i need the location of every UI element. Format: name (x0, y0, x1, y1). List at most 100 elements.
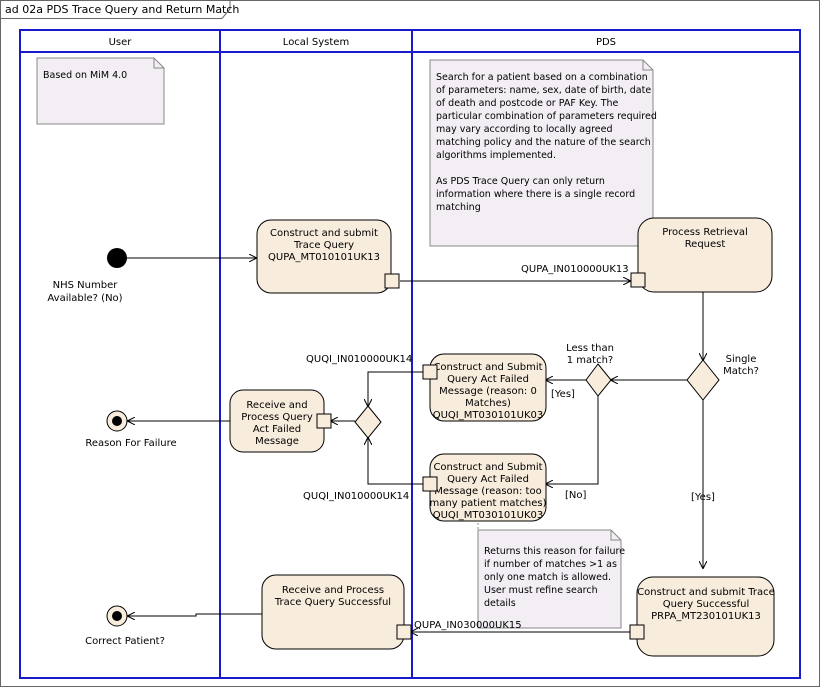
edge-label-yes-single: [Yes] (691, 492, 715, 503)
text-line: matching policy and the nature of the se… (436, 137, 651, 148)
text-line: Query Act Failed (447, 374, 529, 385)
text-line: 1 match? (567, 355, 613, 366)
edge-label-quqi-bottom: QUQI_IN010000UK14 (303, 491, 409, 502)
text-line: Search for a patient based on a combinat… (436, 72, 648, 83)
success-end-node (106, 605, 128, 627)
text-line: As PDS Trace Query can only return (436, 176, 605, 187)
text-line: Returns this reason for failure (484, 546, 625, 557)
frame-title: ad 02a PDS Trace Query and Return Match (5, 3, 239, 16)
edge-to-success-end (128, 614, 262, 616)
input-pin (630, 272, 646, 288)
text-line: Message (reason: 0 (439, 386, 537, 397)
text-line: Construct and submit (270, 228, 378, 239)
text-line: Query Successful (663, 599, 749, 610)
text-line: Construct and Submit (433, 462, 542, 473)
note-mim: Based on MiM 4.0 (36, 57, 165, 125)
text-line: Process Query (241, 412, 313, 423)
text-line: QUQI_MT030101UK03 (433, 510, 544, 521)
text-line: Based on MiM 4.0 (43, 70, 127, 81)
text-line: Available? (No) (47, 293, 122, 304)
edge-label-qupa-in: QUPA_IN010000UK13 (521, 264, 629, 275)
edge-label-yes-less: [Yes] (551, 389, 575, 400)
edge-quqi-bottom (368, 438, 430, 485)
text-line: of parameters: name, sex, date of birth,… (436, 85, 651, 96)
edges (126, 258, 703, 632)
output-pin (422, 364, 438, 380)
text-line: NHS Number (53, 280, 119, 291)
text-line: Act Failed (253, 424, 301, 435)
text-block: Search for a patient based on a combinat… (436, 72, 657, 213)
initial-node (107, 248, 127, 268)
text-line: may vary according to locally agreed (436, 124, 613, 135)
edge-label-no-less: [No] (565, 490, 587, 501)
decision-less-than (585, 363, 612, 397)
output-pin (629, 624, 645, 640)
text-line: User must refine search (484, 585, 598, 596)
text-line: only one match is allowed. (484, 572, 611, 583)
text-line: particular combination of parameters req… (436, 111, 657, 122)
text-line: Correct Patient? (85, 636, 165, 647)
merge-node (354, 405, 382, 439)
text-line: Receive and Process (282, 585, 384, 596)
swimlanes (19, 29, 801, 679)
text-block: Based on MiM 4.0 (43, 70, 127, 81)
text-line: Message (255, 436, 299, 447)
edge-quqi-top (368, 371, 430, 406)
text-line: Trace Query (293, 240, 354, 251)
lane-title-pds: PDS (596, 37, 616, 48)
text-line: QUQI_MT030101UK03 (433, 410, 544, 421)
decision-single-match (686, 359, 720, 401)
failure-end-label: Reason For Failure (85, 438, 176, 449)
input-pin (396, 624, 412, 640)
text-line: PRPA_MT230101UK13 (651, 611, 761, 622)
text-line: algorithms implemented. (436, 150, 556, 161)
text-block: Returns this reason for failure if number… (484, 546, 625, 609)
text-line: Trace Query Successful (274, 597, 391, 608)
text-line: Process Retrieval (662, 227, 748, 238)
output-pin (384, 273, 400, 289)
text-line: matching (436, 202, 481, 213)
text-line: Receive and (246, 400, 307, 411)
text-line: Message (reason: too (434, 486, 541, 497)
text-line: QUPA_MT010101UK13 (268, 252, 380, 263)
text-line: Single (726, 354, 757, 365)
output-pin (422, 476, 438, 492)
success-end-label: Correct Patient? (85, 636, 165, 647)
text-line: Reason For Failure (85, 438, 176, 449)
lane-title-local: Local System (283, 37, 349, 48)
text-line: Construct and Submit (433, 362, 542, 373)
text-line: Request (685, 239, 726, 250)
lane-title-user: User (109, 37, 133, 48)
text-line: Matches) (465, 398, 511, 409)
edge-label-quqi-top: QUQI_IN010000UK14 (306, 354, 412, 365)
text-line: Query Act Failed (447, 474, 529, 485)
input-pin (316, 413, 332, 429)
text-line: many patient matches) (430, 498, 547, 509)
frame-tab (0, 0, 231, 19)
text-line: information where there is a single reco… (436, 189, 635, 200)
text-line: if number of matches >1 as (484, 559, 617, 570)
text-line: Less than (566, 343, 614, 354)
text-line: of death and postcode or PAF Key. The (436, 98, 619, 109)
edge-label-qupa-out: QUPA_IN030000UK15 (414, 620, 522, 631)
edge-less-no (546, 392, 599, 484)
text-line: Construct and submit Trace (637, 587, 775, 598)
